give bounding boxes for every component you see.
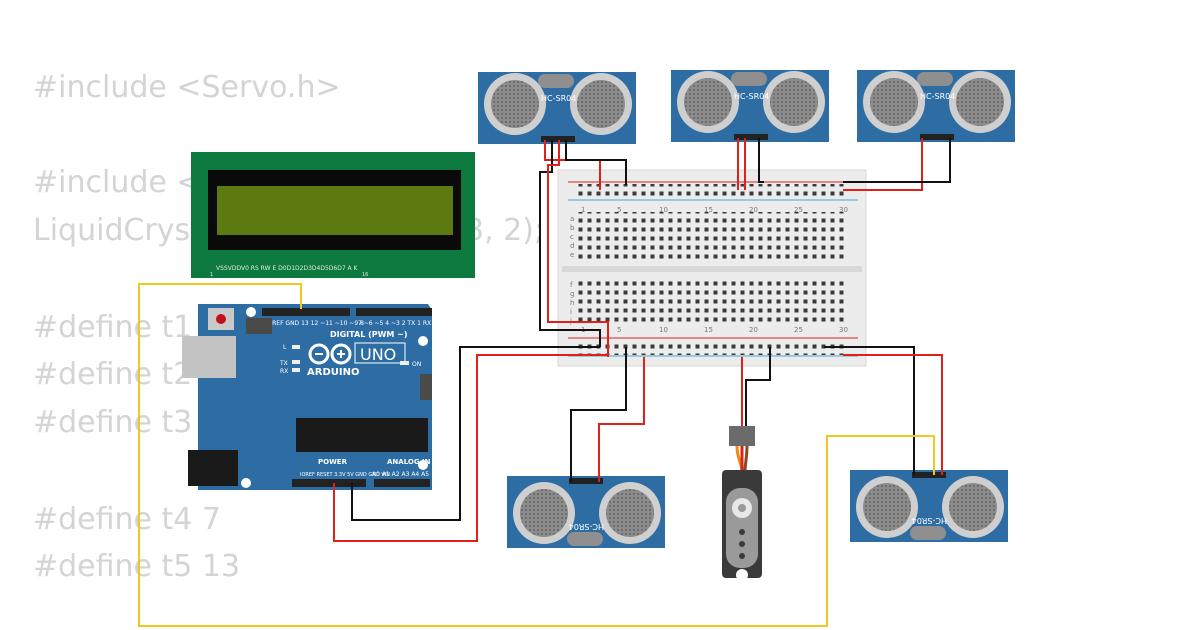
led-on-label: ON (412, 361, 421, 368)
sensor-model: HC-SR04 (541, 94, 576, 103)
analog-label: ANALOG IN (387, 458, 431, 466)
code-line-include-servo: #include <Servo.h> (33, 70, 341, 105)
sensor-model: HC-SR04 (920, 92, 955, 101)
col-number: 25 (794, 326, 803, 334)
arduino-uno-board[interactable]: AREF GND 13 12 ~11 ~10 ~9 8 7 ~6 ~5 4 ~3… (182, 304, 437, 490)
ultrasonic-sensor-4[interactable]: HC-SR04 (507, 476, 665, 548)
row-letter: f (570, 281, 573, 289)
row-letter: e (570, 251, 574, 259)
col-number: 10 (659, 326, 668, 334)
col-number: 20 (749, 326, 758, 334)
power-jack (188, 450, 238, 486)
row-letter: g (570, 290, 574, 298)
code-line-liquidcrystal: LiquidCrys (33, 213, 191, 248)
row-letter: h (570, 299, 574, 307)
col-number: 1 (581, 206, 585, 214)
code-line-define-t2: #define t2 (33, 357, 193, 392)
atmega-chip (296, 418, 428, 452)
row-letter: a (570, 215, 574, 223)
sensor-model: HC-SR04 (569, 522, 604, 531)
row-letter: c (570, 233, 574, 241)
col-number: 10 (659, 206, 668, 214)
code-line-define-t5: #define t5 13 (33, 549, 241, 584)
led-tx-label: TX (279, 360, 288, 367)
col-number: 30 (839, 206, 848, 214)
sensor-model: HC-SR04 (912, 516, 947, 525)
led-l-label: L (283, 344, 287, 351)
servo-connector (729, 426, 755, 446)
col-number: 25 (794, 206, 803, 214)
col-number: 30 (839, 326, 848, 334)
led-rx-label: RX (280, 368, 288, 375)
code-line-define-t4: #define t4 7 (33, 502, 222, 537)
wires (138, 138, 951, 627)
code-line-define-t1: #define t1 (33, 310, 193, 345)
digital-label: DIGITAL (PWM ~) (330, 330, 408, 339)
col-number: 5 (617, 206, 621, 214)
arduino-brand: ARDUINO (307, 367, 359, 378)
ultrasonic-sensor-1[interactable]: HC-SR04 (478, 72, 636, 144)
power-pins: IOREF RESET 3.3V 5V GND GND VIN (300, 472, 390, 478)
col-number: 5 (617, 326, 621, 334)
breadboard[interactable]: 1 5 10 15 20 25 30 1 5 10 15 20 25 30 a … (557, 169, 867, 367)
col-number: 15 (704, 326, 713, 334)
digital-pins-left: AREF GND 13 12 ~11 ~10 ~9 8 (268, 320, 364, 327)
row-letter: d (570, 242, 574, 250)
arduino-logo-icon (308, 343, 352, 365)
lcd-pin-labels: VSSVDDV0 RS RW E D0D1D2D3D4D5D6D7 A K (216, 265, 359, 272)
digital-pins-right: 7 ~6 ~5 4 ~3 2 TX 1 RX 0 (358, 320, 437, 327)
col-number: 20 (749, 206, 758, 214)
ultrasonic-sensor-3[interactable]: HC-SR04 (857, 70, 1015, 142)
ultrasonic-sensor-5[interactable]: HC-SR04 (850, 470, 1008, 542)
sensor-model: HC-SR04 (734, 92, 769, 101)
col-number: 15 (704, 206, 713, 214)
row-letter: i (570, 308, 572, 316)
analog-pins: A0 A1 A2 A3 A4 A5 (372, 471, 429, 478)
lcd-pin-start: 1 (210, 272, 213, 278)
ultrasonic-sensor-2[interactable]: HC-SR04 (671, 70, 829, 142)
usb-port (182, 336, 236, 378)
servo-motor[interactable] (722, 426, 762, 581)
lcd-pin-end: 16 (362, 272, 368, 278)
code-line-define-t3: #define t3 (33, 405, 193, 440)
uno-logo-text: UNO (360, 345, 396, 364)
lcd-display[interactable]: VSSVDDV0 RS RW E D0D1D2D3D4D5D6D7 A K 1 … (191, 152, 475, 278)
row-letter: b (570, 224, 575, 232)
power-label: POWER (318, 458, 348, 466)
